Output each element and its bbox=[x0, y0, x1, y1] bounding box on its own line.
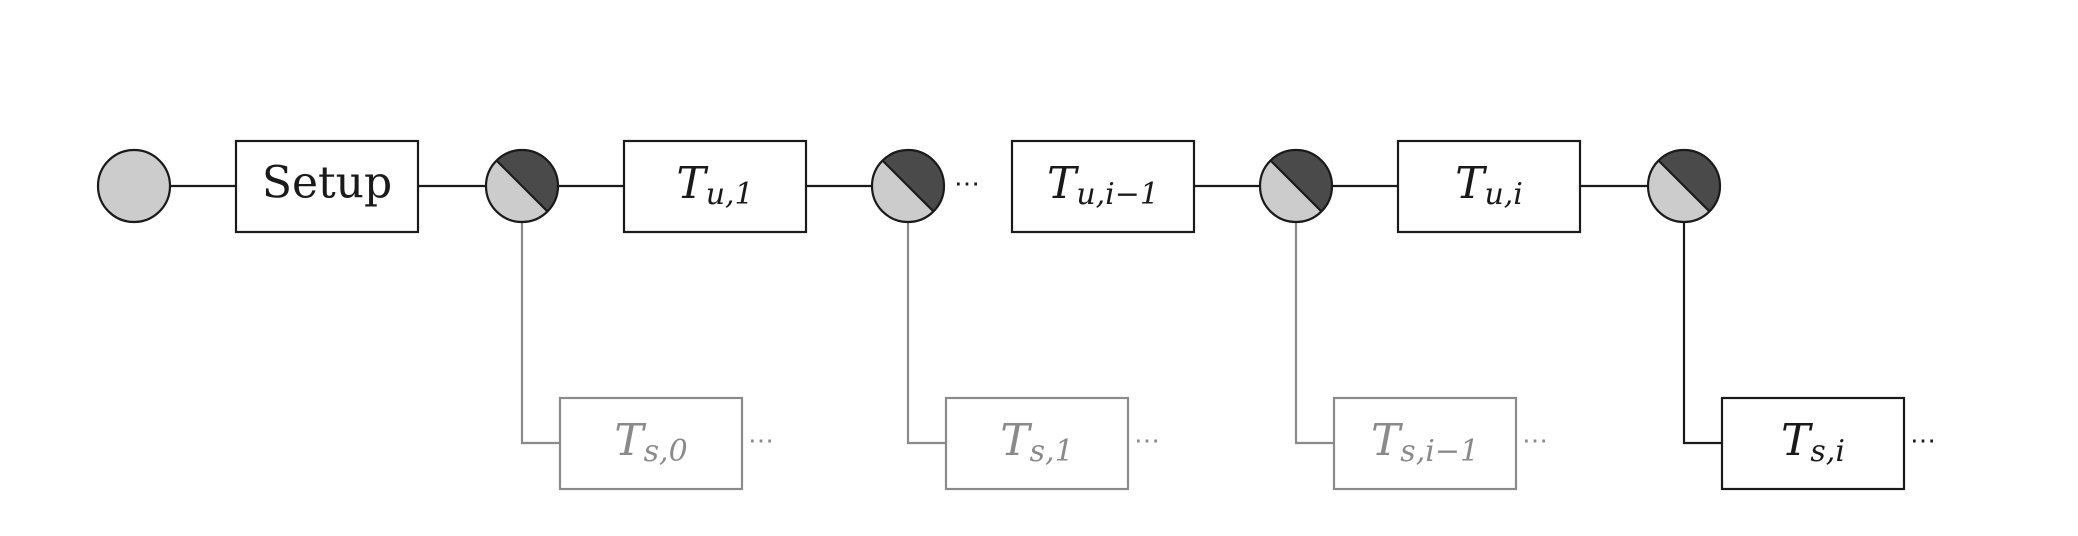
branch-connector-ts1 bbox=[906, 222, 946, 445]
branch-ellipsis: ⋯ bbox=[1910, 426, 1939, 456]
split-node-outline bbox=[870, 148, 946, 224]
split-node-icon-2 bbox=[870, 148, 946, 224]
math-sub: s,i−1 bbox=[1400, 434, 1479, 469]
branch-connector-tsi bbox=[1682, 222, 1722, 445]
branch-ellipsis: ⋯ bbox=[1522, 426, 1551, 456]
math-sub: s,0 bbox=[644, 434, 688, 469]
split-node-dark-half bbox=[1658, 149, 1721, 212]
box-tui-label: Tu,i bbox=[1455, 158, 1523, 213]
split-node-diagonal bbox=[881, 159, 935, 213]
branch-box-ts0-label: Ts,0 bbox=[614, 415, 687, 470]
branch-box-tsi-label: Ts,i bbox=[1781, 415, 1845, 470]
split-node-icon-4 bbox=[1646, 148, 1722, 224]
box-setup-frame bbox=[234, 139, 420, 234]
branch-box-ts0-frame bbox=[558, 396, 744, 491]
split-node-light-half bbox=[1259, 160, 1322, 223]
math-main: T bbox=[1371, 415, 1404, 466]
math-main: T bbox=[614, 415, 647, 466]
split-node-diagonal bbox=[1269, 159, 1323, 213]
branch-box-tsi-frame bbox=[1720, 396, 1906, 491]
branch-box-ts1-frame bbox=[944, 396, 1130, 491]
split-node-diagonal bbox=[495, 159, 549, 213]
split-node-outline bbox=[1646, 148, 1722, 224]
box-tui-frame bbox=[1396, 139, 1582, 234]
math-main: T bbox=[1000, 415, 1033, 466]
box-setup: Setup bbox=[234, 139, 420, 234]
box-tu1-frame bbox=[622, 139, 808, 234]
split-node-light-half bbox=[1647, 160, 1710, 223]
split-node-icon-3 bbox=[1258, 148, 1334, 224]
branch-box-tsi-1-frame bbox=[1332, 396, 1518, 491]
math-sub: u,i bbox=[1484, 177, 1522, 212]
split-node-icon-1 bbox=[484, 148, 560, 224]
math-sub: u,1 bbox=[706, 177, 754, 212]
math-main: T bbox=[1047, 158, 1080, 209]
box-tui-1: Tu,i−1 bbox=[1010, 139, 1196, 234]
branch-box-tsi-1-label: Ts,i−1 bbox=[1371, 415, 1479, 470]
math-main: T bbox=[1781, 415, 1814, 466]
split-node-dark-half bbox=[882, 149, 945, 212]
split-node-light-half bbox=[485, 160, 548, 223]
branch-box-ts1: Ts,1 ⋯ bbox=[944, 396, 1163, 491]
math-sub: s,i bbox=[1810, 434, 1845, 469]
branch-connectors bbox=[520, 222, 1722, 445]
branch-box-tsi-1: Ts,i−1 ⋯ bbox=[1332, 396, 1551, 491]
box-setup-label: Setup bbox=[262, 158, 392, 209]
math-main: T bbox=[1455, 158, 1488, 209]
start-circle-node-icon bbox=[96, 148, 172, 224]
branch-connector-tsi-1 bbox=[1294, 222, 1334, 445]
math-main: T bbox=[676, 158, 709, 209]
branch-connector-ts0 bbox=[520, 222, 560, 445]
split-node-diagonal bbox=[1657, 159, 1711, 213]
branch-box-ts1-label: Ts,1 bbox=[1000, 415, 1073, 470]
math-sub: u,i−1 bbox=[1076, 177, 1159, 212]
box-tui: Tu,i bbox=[1396, 139, 1582, 234]
box-tui-1-label: Tu,i−1 bbox=[1047, 158, 1159, 213]
box-tu1: Tu,1 bbox=[622, 139, 808, 234]
branch-box-tsi: Ts,i ⋯ bbox=[1720, 396, 1939, 491]
branch-box-ts0: Ts,0 ⋯ bbox=[558, 396, 777, 491]
main-ellipsis: ⋯ bbox=[954, 169, 983, 199]
box-tui-1-frame bbox=[1010, 139, 1196, 234]
box-tu1-label: Tu,1 bbox=[676, 158, 753, 213]
math-sub: s,1 bbox=[1030, 434, 1074, 469]
branch-ellipsis: ⋯ bbox=[748, 426, 777, 456]
split-node-dark-half bbox=[496, 149, 559, 212]
split-node-outline bbox=[484, 148, 560, 224]
split-node-light-half bbox=[871, 160, 934, 223]
split-node-dark-half bbox=[1270, 149, 1333, 212]
branch-ellipsis: ⋯ bbox=[1134, 426, 1163, 456]
split-node-outline bbox=[1258, 148, 1334, 224]
